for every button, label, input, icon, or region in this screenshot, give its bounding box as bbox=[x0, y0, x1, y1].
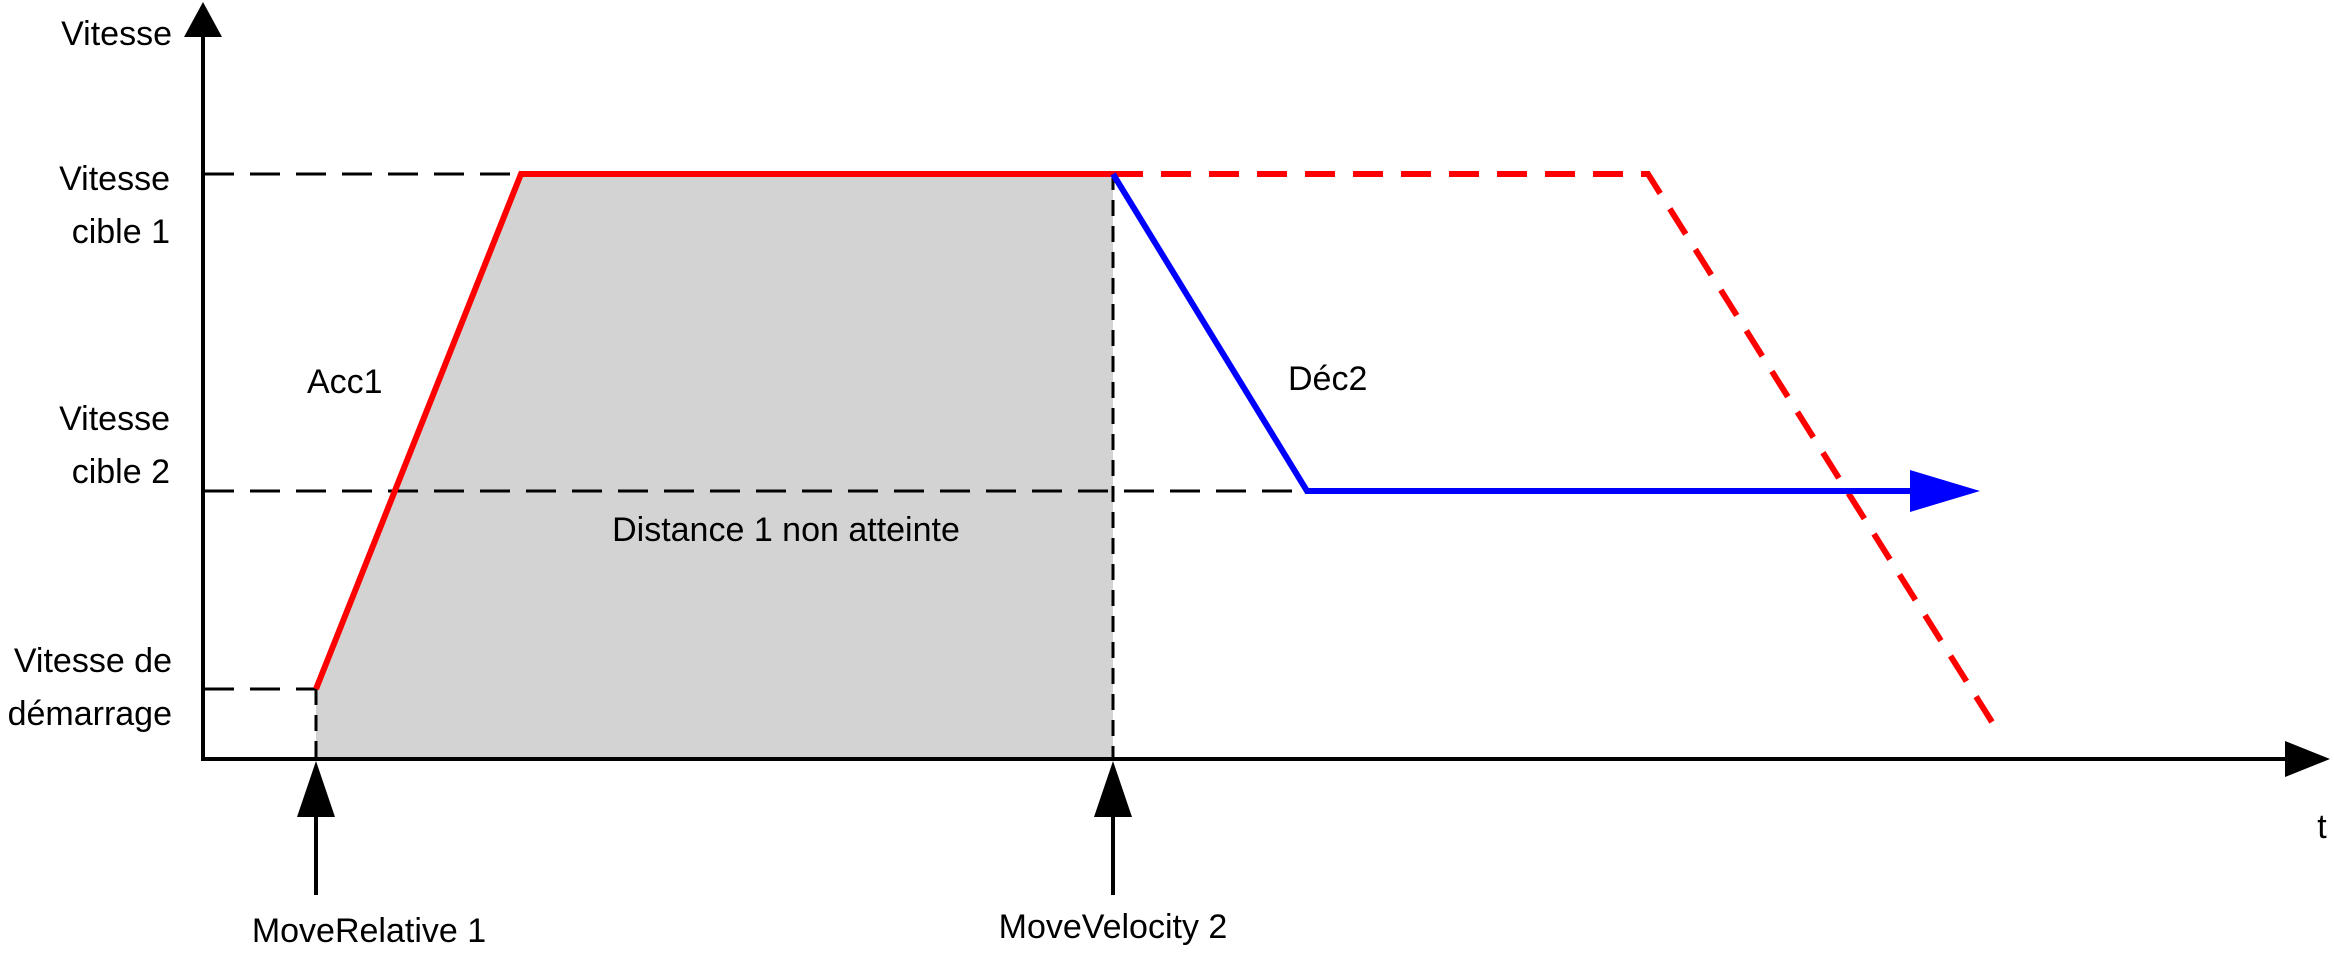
profile-1-dashed-continuation bbox=[1113, 171, 1995, 724]
target-speed-2-label-line1: Vitesse bbox=[59, 400, 170, 438]
dec2-label: Déc2 bbox=[1288, 360, 1367, 398]
move-velocity-arrow-icon bbox=[1094, 761, 1132, 817]
y-axis-arrow-icon bbox=[184, 2, 222, 37]
move-velocity-label: MoveVelocity 2 bbox=[999, 908, 1228, 946]
target-speed-2-label-line2: cible 2 bbox=[72, 453, 170, 491]
profile-2-arrow-icon bbox=[1910, 470, 1980, 512]
x-axis-label: t bbox=[2317, 808, 2327, 846]
move-relative-label: MoveRelative 1 bbox=[252, 912, 486, 950]
start-speed-label-line2: démarrage bbox=[8, 695, 172, 733]
target-speed-1-label-line2: cible 1 bbox=[72, 213, 170, 251]
x-axis-arrow-icon bbox=[2285, 741, 2330, 777]
move-relative-arrow-icon bbox=[297, 761, 335, 817]
start-speed-label-line1: Vitesse de bbox=[14, 642, 172, 680]
acc1-label: Acc1 bbox=[307, 363, 383, 401]
distance-label: Distance 1 non atteinte bbox=[612, 511, 960, 549]
target-speed-1-label-line1: Vitesse bbox=[59, 160, 170, 198]
distance-area bbox=[316, 174, 1113, 759]
y-axis-label: Vitesse bbox=[61, 15, 172, 53]
profile-2-line bbox=[1110, 172, 1930, 494]
profile-1-line bbox=[313, 171, 1113, 691]
